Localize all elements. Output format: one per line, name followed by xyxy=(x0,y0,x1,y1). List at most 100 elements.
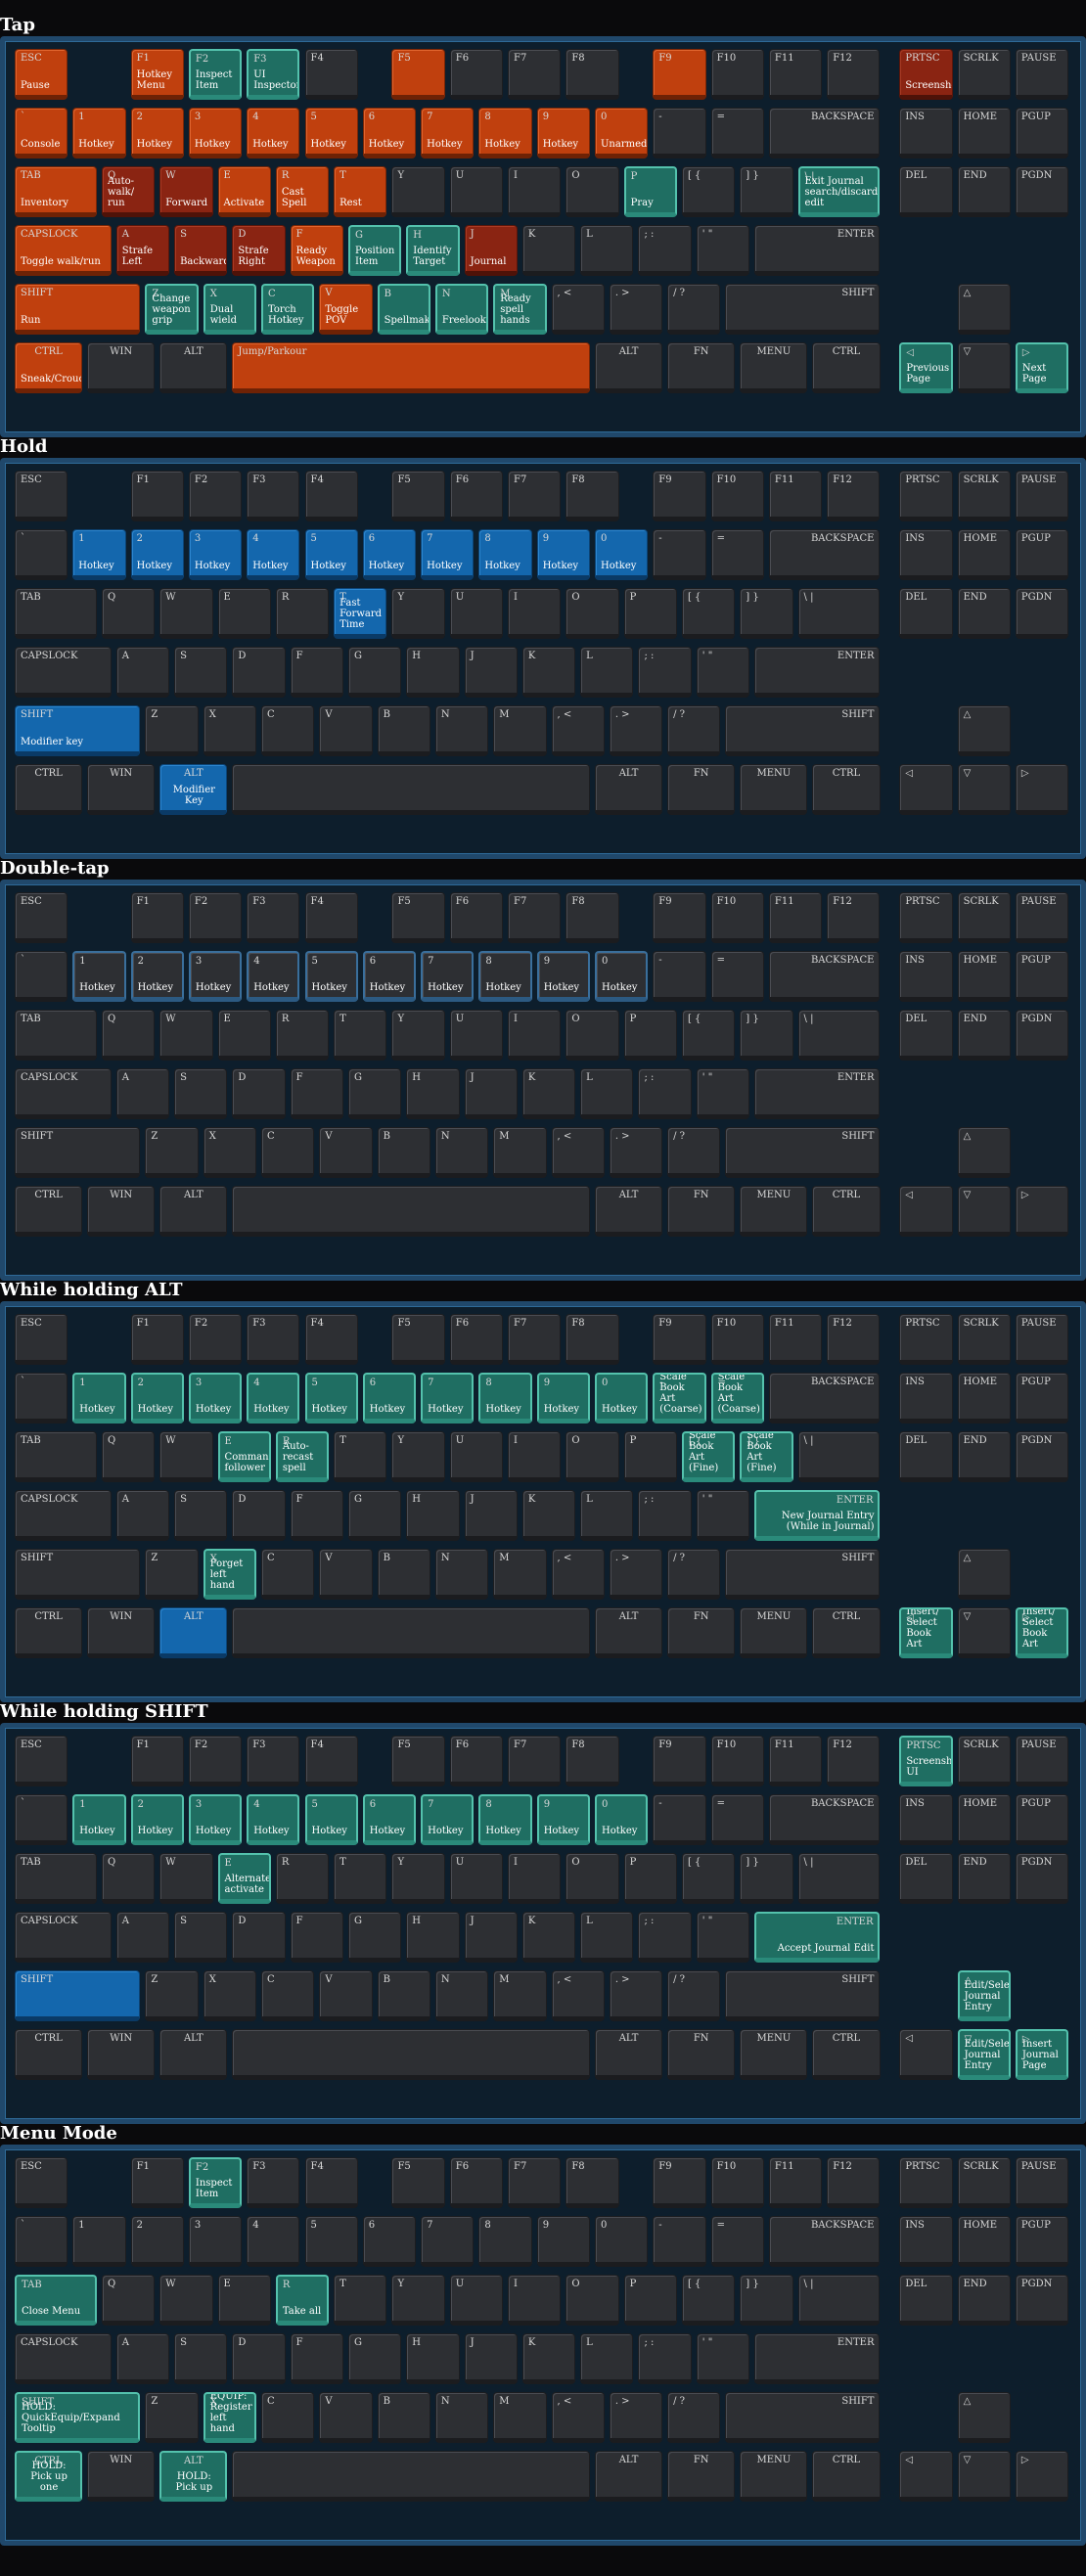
key-l[interactable]: L xyxy=(580,1490,634,1541)
key-pgup[interactable]: PGUP xyxy=(1015,529,1069,580)
key-up[interactable]: △ xyxy=(957,1127,1011,1178)
key-rbr[interactable]: ] } xyxy=(740,588,793,639)
key-backspace[interactable]: BACKSPACE xyxy=(768,1794,881,1845)
key-m[interactable]: M xyxy=(493,1127,547,1178)
key-ins[interactable]: INS xyxy=(899,1794,953,1845)
key-equal[interactable]: = xyxy=(710,2216,764,2267)
key-bsl[interactable]: \ | xyxy=(797,1431,881,1482)
key-lshift[interactable]: SHIFT xyxy=(15,1127,141,1178)
key-v[interactable]: V xyxy=(319,2392,373,2443)
key-ralt[interactable]: ALT xyxy=(595,2451,663,2502)
key-backspace[interactable]: BACKSPACE xyxy=(768,108,881,158)
key-tab[interactable]: TAB xyxy=(15,1010,97,1061)
key-j[interactable]: J xyxy=(464,647,518,698)
key-left[interactable]: ◁ xyxy=(899,2029,953,2080)
key-dot[interactable]: . > xyxy=(609,1970,663,2021)
key-f5[interactable]: F5 xyxy=(391,892,445,943)
key-rbr[interactable]: ] } xyxy=(740,1010,793,1061)
key-end[interactable]: END xyxy=(957,1431,1011,1482)
key-semi[interactable]: ; : xyxy=(638,1490,692,1541)
key-f6[interactable]: F6 xyxy=(449,1314,504,1365)
key-backspace[interactable]: BACKSPACE xyxy=(768,951,881,1002)
key-f7[interactable]: F7 xyxy=(508,1736,562,1786)
key-tab[interactable]: TAB xyxy=(15,1431,97,1482)
key-comma[interactable]: , < xyxy=(551,1549,605,1600)
key-bsl[interactable]: \ | xyxy=(797,1853,881,1904)
key-dot[interactable]: . > xyxy=(609,1549,663,1600)
key-home[interactable]: HOME xyxy=(957,529,1011,580)
key-n[interactable]: N xyxy=(434,1970,489,2021)
key-left[interactable]: ◁ xyxy=(899,1186,953,1237)
key-lalt[interactable]: ALT xyxy=(159,1607,228,1658)
key-caps[interactable]: CAPSLOCK xyxy=(15,2333,112,2384)
key-s[interactable]: S xyxy=(174,2333,228,2384)
key-v[interactable]: V xyxy=(319,1127,373,1178)
key-dot[interactable]: . > xyxy=(609,1127,663,1178)
key-menu[interactable]: MENU xyxy=(740,1607,808,1658)
key-end[interactable]: END xyxy=(957,1853,1011,1904)
key-pause[interactable]: PAUSE xyxy=(1015,1736,1069,1786)
key-comma[interactable]: , < xyxy=(551,1127,605,1178)
key-f8[interactable]: F8 xyxy=(566,49,619,100)
key-ins[interactable]: INS xyxy=(899,951,953,1002)
key-a[interactable]: A xyxy=(115,1912,170,1963)
key-scrlk[interactable]: SCRLK xyxy=(957,1314,1011,1365)
key-y[interactable]: Y xyxy=(391,1853,445,1904)
key-o[interactable]: O xyxy=(566,1853,619,1904)
key-f12[interactable]: F12 xyxy=(827,1736,881,1786)
key-f12[interactable]: F12 xyxy=(827,49,881,100)
key-ralt[interactable]: ALT xyxy=(595,2029,663,2080)
key-f2[interactable]: F2 xyxy=(188,471,243,521)
key-pgup[interactable]: PGUP xyxy=(1015,1794,1069,1845)
key-j[interactable]: J xyxy=(464,2333,518,2384)
key-space[interactable] xyxy=(232,764,590,815)
key-i[interactable]: I xyxy=(508,1010,562,1061)
key-f3[interactable]: F3 xyxy=(247,471,300,521)
key-pgup[interactable]: PGUP xyxy=(1015,1373,1069,1424)
key-a[interactable]: A xyxy=(115,2333,170,2384)
key-k[interactable]: K xyxy=(521,647,576,698)
key-prtsc[interactable]: PRTSC xyxy=(899,892,953,943)
key-f[interactable]: F xyxy=(290,1490,343,1541)
key-k[interactable]: K xyxy=(521,2333,576,2384)
key-bsl[interactable]: \ |Exit Journal search/discard edit xyxy=(797,166,881,217)
key-caps[interactable]: CAPSLOCK xyxy=(15,1912,112,1963)
key-w[interactable]: W xyxy=(159,1853,213,1904)
key-end[interactable]: END xyxy=(957,166,1011,217)
key-w[interactable]: W xyxy=(159,1431,213,1482)
key-f2[interactable]: F2 xyxy=(188,892,243,943)
key-lbr[interactable]: [ { xyxy=(681,1853,736,1904)
key-pgup[interactable]: PGUP xyxy=(1015,2216,1069,2267)
key-esc[interactable]: ESC xyxy=(15,471,68,521)
key-win[interactable]: WIN xyxy=(87,1607,156,1658)
key-caps[interactable]: CAPSLOCK xyxy=(15,1490,112,1541)
key-h[interactable]: H xyxy=(406,2333,460,2384)
key-right[interactable]: ▷Insert Journal Page xyxy=(1015,2029,1069,2080)
key-f[interactable]: F xyxy=(290,1912,343,1963)
key-ralt[interactable]: ALT xyxy=(595,1186,663,1237)
key-v[interactable]: V xyxy=(319,1549,373,1600)
